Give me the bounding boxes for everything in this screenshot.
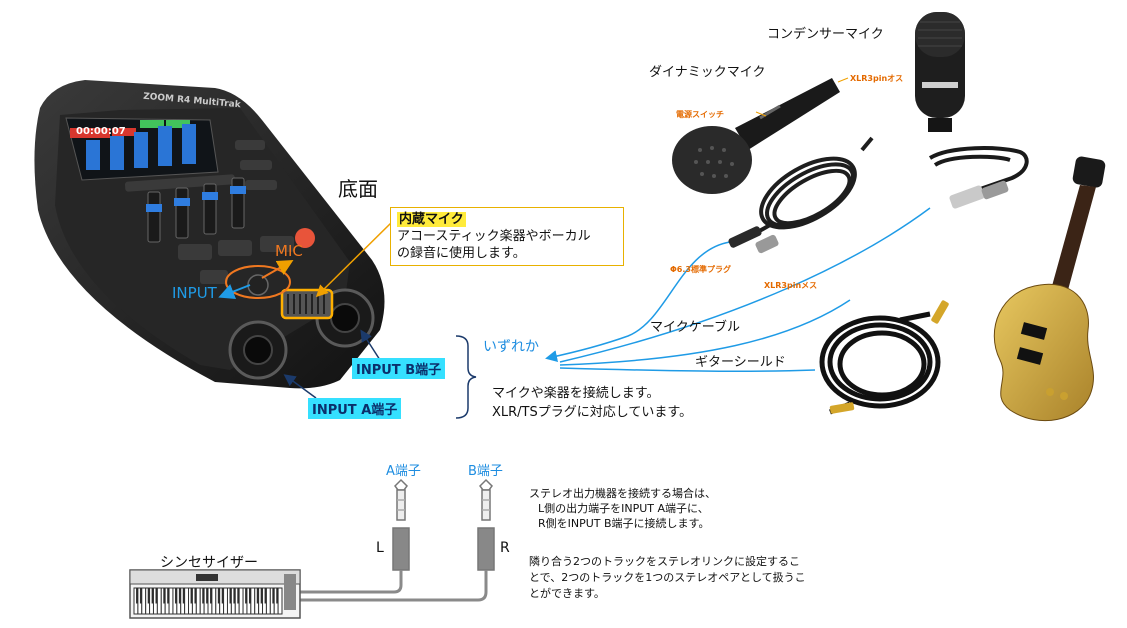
guitar-shield-label: ギターシールド bbox=[695, 355, 786, 370]
synth-white-key bbox=[168, 587, 174, 615]
stereo-desc: ステレオ出力機器を接続する場合は、 L側の出力端子をINPUT A端子に、 R側… bbox=[529, 486, 716, 531]
phi-plug-label: Φ6.3標準プラグ bbox=[670, 265, 731, 274]
stereo-link-line1: 隣り合う2つのトラックをステレオリンクに設定するこ bbox=[529, 555, 800, 568]
stereo-desc-line3: R側をINPUT B端子に接続します。 bbox=[538, 517, 710, 530]
xlr-female-label: XLR3pinメス bbox=[764, 281, 818, 290]
input-b-label: INPUT B端子 bbox=[352, 358, 446, 379]
l-label: L bbox=[376, 540, 384, 556]
power-switch-label: 電源スイッチ bbox=[676, 110, 724, 119]
a-terminal-label: A端子 bbox=[386, 464, 421, 479]
builtin-mic-line1: アコースティック楽器やボーカル bbox=[397, 229, 591, 244]
synth-white-key bbox=[265, 587, 271, 615]
stereo-link-line2: とで、2つのトラックを1つのステレオペアとして扱うこ bbox=[529, 571, 806, 584]
synth-white-key bbox=[184, 587, 190, 615]
either-label: いずれか bbox=[483, 339, 539, 355]
guitar-image bbox=[993, 156, 1106, 422]
screen-time: 00:00:07 bbox=[76, 126, 126, 137]
mic-cable-image bbox=[739, 136, 874, 244]
synth-white-key bbox=[223, 587, 228, 615]
synth-white-key bbox=[211, 587, 217, 615]
synth-white-key bbox=[238, 587, 244, 615]
mic-cable-label: マイクケーブル bbox=[650, 320, 740, 335]
synth-white-key bbox=[250, 587, 256, 615]
stereo-diagram bbox=[129, 478, 495, 619]
b-terminal-label: B端子 bbox=[468, 464, 503, 479]
stereo-link-line3: とができます。 bbox=[529, 587, 605, 600]
xlr-cable-image bbox=[928, 146, 1029, 209]
builtin-mic-callout: 内蔵マイク アコースティック楽器やボーカル の録音に使用します。 bbox=[390, 207, 624, 266]
bottom-label: 底面 bbox=[338, 177, 378, 201]
mic-knob-label: MIC bbox=[275, 242, 303, 260]
synth-white-key bbox=[195, 587, 201, 615]
builtin-mic-line2: の録音に使用します。 bbox=[397, 246, 526, 261]
synth-white-key bbox=[277, 587, 283, 615]
builtin-mic-title: 内蔵マイク bbox=[397, 212, 466, 227]
input-knob-label: INPUT bbox=[172, 284, 217, 302]
r-label: R bbox=[500, 540, 510, 556]
synth-label: シンセサイザー bbox=[160, 555, 258, 571]
condenser-mic-label: コンデンサーマイク bbox=[767, 27, 884, 42]
synth-white-key bbox=[141, 587, 147, 615]
stereo-link-desc: 隣り合う2つのトラックをステレオリンクに設定するこ とで、2つのトラックを1つの… bbox=[529, 554, 806, 602]
synth-white-key bbox=[156, 587, 162, 615]
dynamic-mic-image bbox=[672, 77, 849, 194]
dynamic-mic-label: ダイナミックマイク bbox=[649, 65, 766, 80]
connect-line2: XLR/TSプラグに対応しています。 bbox=[492, 405, 693, 420]
input-a-label: INPUT A端子 bbox=[308, 398, 402, 419]
guitar-cable-image bbox=[819, 311, 941, 415]
zoom-r4-device bbox=[34, 80, 385, 389]
xlr-male-label: XLR3pinオス bbox=[850, 74, 904, 83]
stereo-desc-line2: L側の出力端子をINPUT A端子に、 bbox=[538, 502, 709, 515]
connect-line1: マイクや楽器を接続します。 bbox=[492, 386, 660, 401]
condenser-mic-image bbox=[915, 12, 965, 132]
stereo-desc-line1: ステレオ出力機器を接続する場合は、 bbox=[529, 487, 716, 500]
